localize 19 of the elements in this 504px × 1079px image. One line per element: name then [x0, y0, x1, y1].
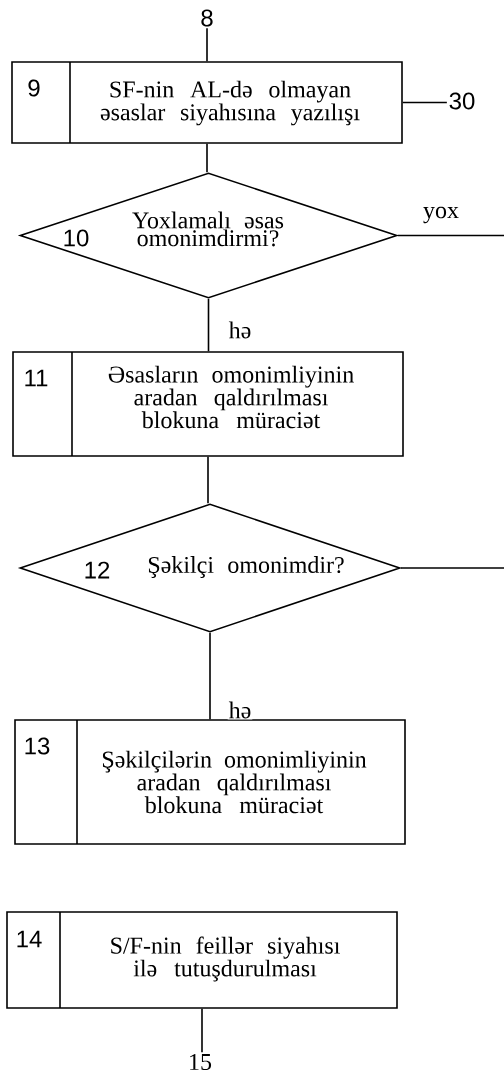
process-box: 11 Əsasların omonimliyinin aradan qaldırılması blokuna müraciət: [12, 351, 404, 457]
process-box: 9 SF-nin AL-də olmayan əsaslar siyahısına yazılışı: [11, 61, 403, 144]
connector-label: 8: [201, 9, 213, 27]
edge-label: hə: [227, 320, 253, 340]
connector-line: [206, 27, 208, 62]
connector-line: [400, 567, 504, 569]
connector-line: [397, 234, 504, 237]
connector-line: [207, 298, 210, 352]
connector-line: [207, 456, 209, 504]
connector-label: 30: [449, 92, 475, 110]
connector-line: [209, 632, 211, 720]
connector-line: [201, 1008, 203, 1053]
edge-label: hə: [227, 700, 253, 720]
process-box: 13 Şəkilçilərin omonimliyinin aradan qaldırılması blokuna müraciət: [14, 719, 406, 845]
process-box: 14 S/F-nin feillər siyahısı ilə tutuşdurulması: [6, 911, 398, 1009]
connector-line: [206, 143, 208, 173]
edge-label: yox: [422, 205, 460, 225]
connector-line: [402, 101, 448, 104]
connector-label: 15: [190, 1054, 212, 1071]
